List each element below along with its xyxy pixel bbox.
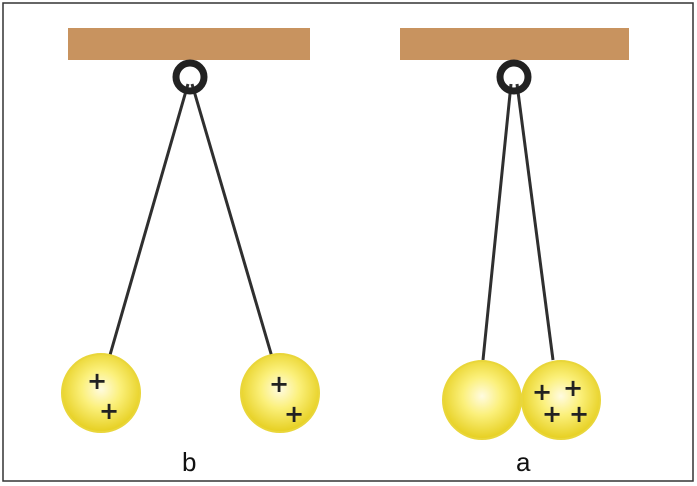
charged-ball: + +: [61, 353, 141, 433]
plus-charge: +: [563, 374, 583, 402]
support-bar: [68, 28, 310, 60]
panel-label: a: [516, 447, 531, 477]
panel-a: + + + + a: [400, 28, 629, 477]
charged-ball: + +: [240, 353, 320, 433]
charged-ball: + + + +: [521, 360, 601, 440]
plus-charge: +: [532, 378, 552, 406]
plus-charge: +: [284, 400, 304, 428]
plus-charge: +: [269, 370, 289, 398]
plus-charge: +: [542, 400, 562, 428]
hook-ring: [172, 59, 208, 95]
neutral-ball: [442, 360, 522, 440]
panel-b: + + + + b: [61, 28, 320, 477]
support-bar: [400, 28, 629, 60]
string: [108, 83, 190, 356]
string: [481, 83, 513, 361]
hook-ring: [496, 59, 532, 95]
plus-charge: +: [99, 397, 119, 425]
plus-charge: +: [569, 400, 589, 428]
string: [515, 83, 555, 361]
plus-charge: +: [87, 367, 107, 395]
panel-label: b: [182, 447, 196, 477]
string: [190, 83, 274, 358]
